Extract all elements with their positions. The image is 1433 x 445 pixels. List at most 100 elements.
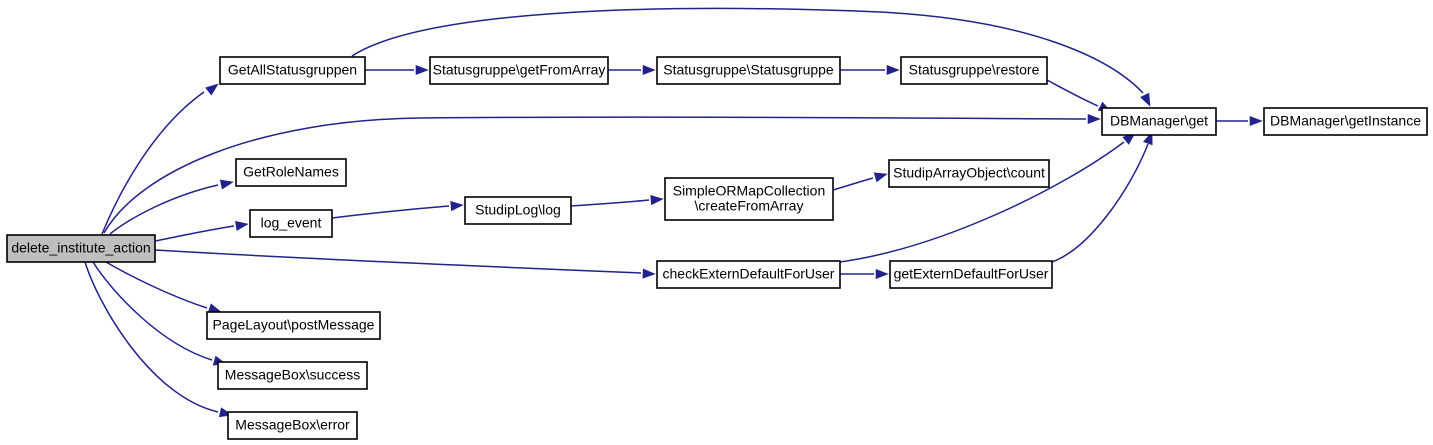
- edge-GetAllStatusgruppen-to-DBManager_get: [351, 7, 1151, 107]
- node-label: Statusgruppe\getFromArray: [433, 61, 606, 77]
- edge-delete_institute_action-to-GetAllStatusgruppen: [101, 83, 219, 235]
- node-delete_institute_action[interactable]: delete_institute_action: [6, 234, 156, 263]
- node-box[interactable]: [249, 209, 333, 238]
- edge-delete_institute_action-to-GetRoleNames: [109, 179, 234, 235]
- arrowhead-icon: [205, 83, 219, 96]
- arrowhead-icon: [1140, 92, 1151, 107]
- node-label: delete_institute_action: [11, 239, 150, 255]
- edge-line: [839, 141, 1125, 263]
- edge-log_event-to-StudipLog_log: [331, 201, 464, 219]
- edge-delete_institute_action-to-checkExternDefaultForUser: [154, 249, 656, 279]
- edge-getExternDefaultForUser-to-DBManager_get: [1051, 131, 1153, 263]
- arrowhead-icon: [873, 172, 888, 183]
- edge-delete_institute_action-to-DBManager_get: [103, 113, 1101, 234]
- arrowhead-icon: [642, 268, 656, 279]
- arrowhead-icon: [650, 195, 664, 206]
- node-label: StudipLog\log: [475, 201, 561, 217]
- edge-GetAllStatusgruppen-to-Statusgruppe_getFromArray: [365, 64, 429, 76]
- node-box[interactable]: [429, 56, 609, 85]
- node-box[interactable]: [227, 411, 358, 440]
- edge-checkExternDefaultForUser-to-getExternDefaultForUser: [840, 268, 889, 280]
- node-box[interactable]: [900, 56, 1048, 85]
- node-Statusgruppe_getFromArray[interactable]: Statusgruppe\getFromArray: [429, 56, 609, 85]
- node-label: checkExternDefaultForUser: [663, 265, 835, 281]
- edge-line: [832, 177, 874, 191]
- node-label: DBManager\getInstance: [1270, 112, 1421, 128]
- node-MessageBox_success[interactable]: MessageBox\success: [217, 361, 368, 390]
- node-box[interactable]: [1101, 107, 1217, 136]
- node-box[interactable]: [219, 56, 366, 85]
- edge-Statusgruppe_Statusgruppe-to-Statusgruppe_restore: [840, 64, 900, 76]
- node-DBManager_get[interactable]: DBManager\get: [1101, 107, 1217, 136]
- node-Statusgruppe_Statusgruppe[interactable]: Statusgruppe\Statusgruppe: [656, 56, 841, 85]
- edge-delete_institute_action-to-PageLayout_postMessage: [105, 261, 222, 313]
- node-label: Statusgruppe\restore: [909, 61, 1040, 77]
- edge-delete_institute_action-to-log_event: [154, 220, 249, 242]
- node-label: GetAllStatusgruppen: [228, 61, 357, 77]
- arrowhead-icon: [1249, 115, 1263, 127]
- node-StudipLog_log[interactable]: StudipLog\log: [464, 196, 572, 225]
- nodes-layer: delete_institute_action GetAllStatusgrupp…: [6, 56, 1428, 440]
- arrowhead-icon: [886, 64, 900, 76]
- edges-layer: [84, 7, 1263, 418]
- edge-line: [1051, 143, 1149, 263]
- node-box[interactable]: [889, 260, 1053, 289]
- arrowhead-icon: [450, 201, 464, 212]
- node-box[interactable]: [664, 177, 834, 221]
- arrowhead-icon: [875, 268, 889, 280]
- node-box[interactable]: [206, 311, 381, 340]
- node-box[interactable]: [235, 158, 347, 187]
- arrowhead-icon: [1087, 113, 1101, 125]
- node-StudipArrayObject_count[interactable]: StudipArrayObject\count: [888, 159, 1050, 188]
- arrowhead-icon: [219, 179, 234, 190]
- arrowhead-icon: [642, 64, 656, 76]
- node-label: getExternDefaultForUser: [894, 265, 1049, 281]
- node-checkExternDefaultForUser[interactable]: checkExternDefaultForUser: [656, 260, 841, 289]
- arrowhead-icon: [235, 220, 249, 231]
- edge-line: [1046, 79, 1099, 107]
- node-GetRoleNames[interactable]: GetRoleNames: [235, 158, 347, 187]
- node-PageLayout_postMessage[interactable]: PageLayout\postMessage: [206, 311, 381, 340]
- edge-Statusgruppe_getFromArray-to-Statusgruppe_Statusgruppe: [608, 64, 656, 76]
- node-box[interactable]: [1263, 107, 1428, 136]
- edge-DBManager_get-to-DBManager_getInstance: [1216, 115, 1263, 127]
- edge-line: [103, 116, 1087, 234]
- node-GetAllStatusgruppen[interactable]: GetAllStatusgruppen: [219, 56, 366, 85]
- edge-line: [105, 261, 208, 309]
- edge-line: [570, 199, 650, 207]
- edge-line: [351, 7, 1144, 94]
- edge-line: [92, 261, 213, 361]
- edge-checkExternDefaultForUser-to-DBManager_get: [839, 132, 1136, 263]
- node-label: PageLayout\postMessage: [213, 316, 375, 332]
- edge-SimpleORMapCollection_createFromArray-to-StudipArrayObject_count: [832, 172, 888, 191]
- node-box[interactable]: [888, 159, 1050, 188]
- node-label: MessageBox\error: [235, 416, 350, 432]
- node-DBManager_getInstance[interactable]: DBManager\getInstance: [1263, 107, 1428, 136]
- edge-delete_institute_action-to-MessageBox_error: [84, 261, 233, 418]
- node-getExternDefaultForUser[interactable]: getExternDefaultForUser: [889, 260, 1053, 289]
- node-box[interactable]: [217, 361, 368, 390]
- node-label: Statusgruppe\Statusgruppe: [663, 61, 834, 77]
- node-label: log_event: [261, 214, 322, 230]
- node-label: SimpleORMapCollection\createFromArray: [673, 182, 826, 213]
- node-box[interactable]: [6, 234, 156, 263]
- node-label: GetRoleNames: [243, 163, 339, 179]
- arrowhead-icon: [415, 64, 429, 76]
- node-box[interactable]: [464, 196, 572, 225]
- node-log_event[interactable]: log_event: [249, 209, 333, 238]
- node-MessageBox_error[interactable]: MessageBox\error: [227, 411, 358, 440]
- node-box[interactable]: [656, 260, 841, 289]
- node-label: StudipArrayObject\count: [893, 164, 1045, 180]
- edge-StudipLog_log-to-SimpleORMapCollection_createFromArray: [570, 195, 664, 207]
- node-label: MessageBox\success: [225, 366, 360, 382]
- edge-line: [154, 225, 235, 242]
- edge-line: [331, 205, 450, 219]
- edge-line: [109, 184, 219, 235]
- edge-line: [154, 249, 642, 274]
- node-label: DBManager\get: [1110, 112, 1208, 128]
- node-SimpleORMapCollection_createFromArray[interactable]: SimpleORMapCollection\createFromArray: [664, 177, 834, 221]
- node-Statusgruppe_restore[interactable]: Statusgruppe\restore: [900, 56, 1048, 85]
- node-box[interactable]: [656, 56, 841, 85]
